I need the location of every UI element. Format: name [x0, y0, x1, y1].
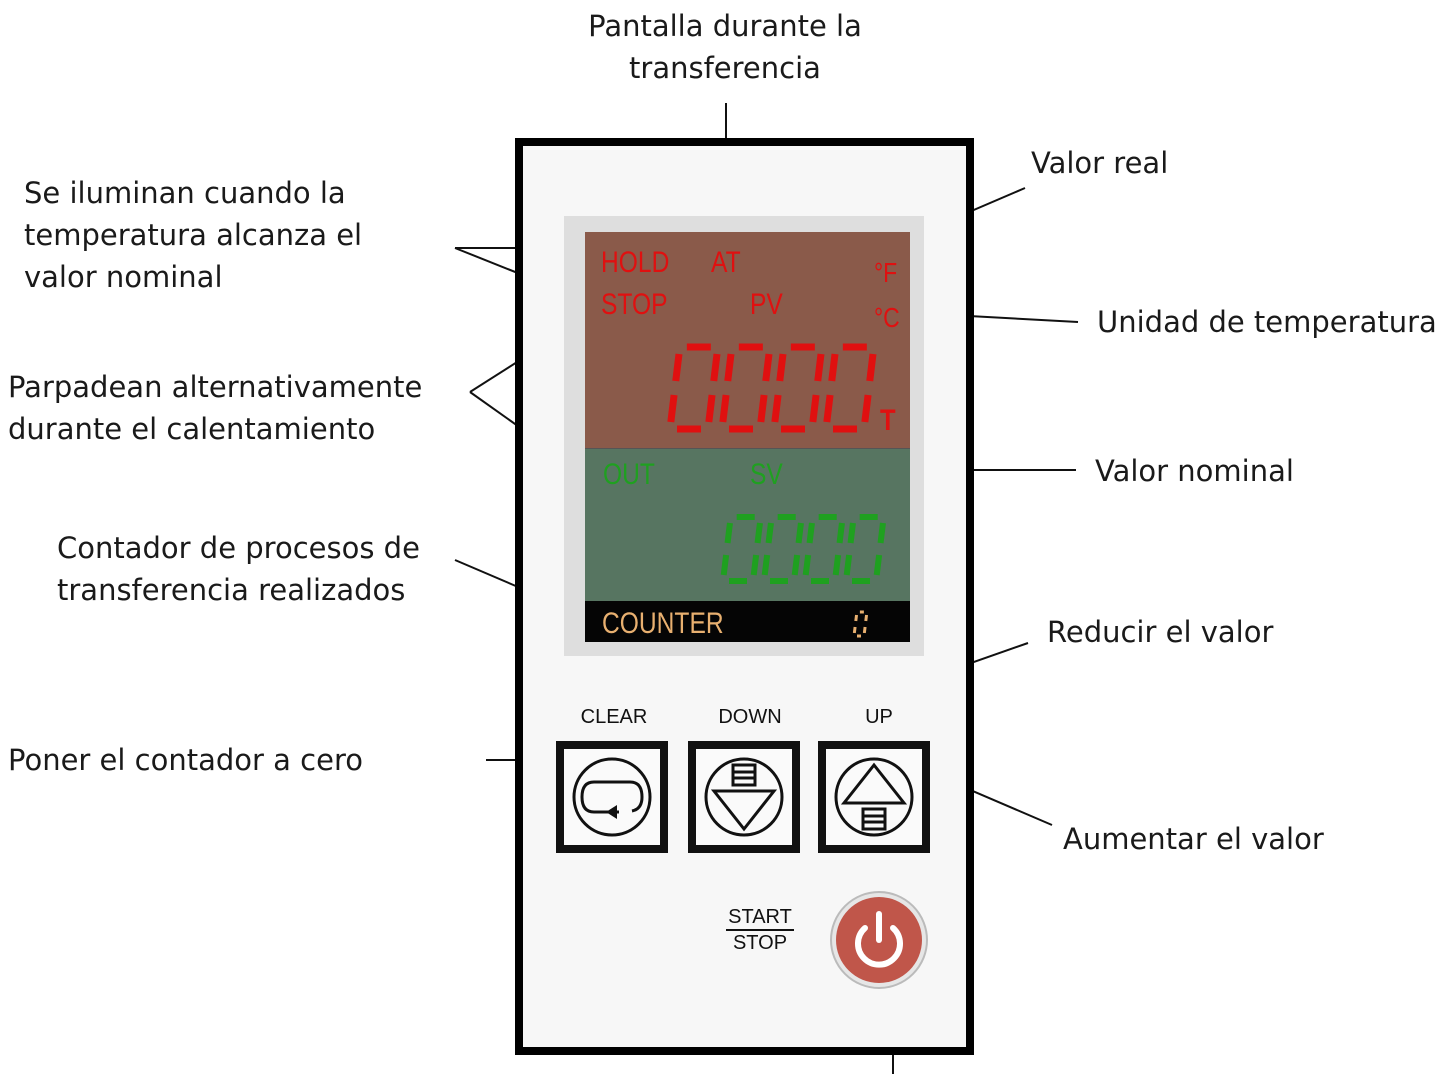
sv-digit	[720, 514, 763, 584]
segment-e	[771, 394, 782, 423]
power-button[interactable]	[829, 890, 929, 990]
start-stop-label: START STOP	[712, 905, 808, 955]
down-button[interactable]	[688, 741, 800, 853]
pv-suffix-t: T	[880, 404, 896, 437]
process-value-display	[585, 232, 910, 449]
up-button[interactable]	[818, 741, 930, 853]
annotation-line: Contador de procesos de	[57, 531, 420, 565]
up-label: UP	[865, 706, 893, 728]
out-indicator: OUT	[603, 458, 655, 491]
annotation-decrease-value: Reducir el valor	[1047, 615, 1274, 649]
annotation-reset-counter: Poner el contador a cero	[8, 743, 363, 777]
annotation-set-value: Valor nominal	[1095, 454, 1294, 488]
segment-b	[814, 353, 825, 382]
annotation-transfer-display: Pantalla durante la transferencia	[575, 5, 875, 89]
segment-b	[762, 353, 773, 382]
counter-label: COUNTER	[602, 607, 724, 640]
segment-e	[720, 554, 730, 576]
segment-c	[861, 394, 872, 423]
annotation-line: valor nominal	[24, 260, 223, 294]
down-label: DOWN	[718, 706, 782, 728]
stop-label: STOP	[732, 932, 788, 954]
at-indicator: AT	[711, 246, 741, 279]
segment-b	[754, 522, 763, 544]
up-arrow-icon	[834, 757, 914, 837]
segment-e	[719, 394, 730, 423]
segment-b	[795, 522, 804, 544]
clear-icon	[572, 757, 652, 837]
pv-indicator: PV	[750, 288, 783, 321]
sv-digit	[761, 514, 804, 584]
annotation-actual-value: Valor real	[1031, 146, 1169, 180]
stop-indicator: STOP	[601, 288, 668, 321]
fahrenheit-indicator: °F	[874, 257, 898, 288]
segment-f	[724, 353, 735, 382]
celsius-indicator: °C	[874, 302, 900, 333]
segment-b	[866, 353, 877, 382]
pv-digit	[823, 343, 877, 433]
segment-b	[864, 614, 869, 622]
hold-indicator: HOLD	[601, 246, 670, 279]
counter-digit	[852, 610, 869, 638]
segment-b	[877, 522, 886, 544]
power-icon	[855, 911, 903, 968]
segment-f	[724, 522, 733, 544]
segment-e	[802, 554, 812, 576]
pv-digit	[771, 343, 825, 433]
segment-f	[828, 353, 839, 382]
segment-c	[809, 394, 820, 423]
segment-c	[791, 554, 801, 576]
start-label: START	[726, 905, 794, 931]
down-arrow-icon	[704, 757, 784, 837]
segment-b	[836, 522, 845, 544]
set-value-display	[585, 449, 910, 601]
sv-digit	[802, 514, 845, 584]
annotation-line: Parpadean alternativamente	[8, 370, 423, 404]
pv-digit	[667, 343, 721, 433]
segment-e	[667, 394, 678, 423]
annotation-blink-heating: Parpadean alternativamente durante el ca…	[8, 366, 422, 450]
annotation-light-on-target: Se iluminan cuando la temperatura alcanz…	[24, 172, 362, 298]
annotation-line: temperatura alcanza el	[24, 218, 363, 252]
annotation-temperature-unit: Unidad de temperatura	[1097, 305, 1437, 339]
segment-f	[776, 353, 787, 382]
segment-c	[862, 626, 867, 634]
segment-f	[806, 522, 815, 544]
segment-f	[847, 522, 856, 544]
annotation-line: Pantalla durante la	[588, 9, 862, 43]
segment-e	[852, 626, 857, 634]
annotation-line: transferencia	[629, 51, 821, 85]
segment-c	[832, 554, 842, 576]
segment-b	[710, 353, 721, 382]
sv-digit	[843, 514, 886, 584]
clear-label: CLEAR	[580, 706, 648, 728]
annotation-line: transferencia realizados	[57, 573, 406, 607]
sv-indicator: SV	[750, 458, 783, 491]
segment-e	[823, 394, 834, 423]
segment-c	[705, 394, 716, 423]
counter-bar	[585, 601, 910, 642]
segment-c	[750, 554, 760, 576]
pv-digit	[719, 343, 773, 433]
segment-f	[765, 522, 774, 544]
annotation-process-counter: Contador de procesos de transferencia re…	[57, 527, 420, 611]
segment-e	[761, 554, 771, 576]
annotation-increase-value: Aumentar el valor	[1063, 822, 1324, 856]
annotation-line: durante el calentamiento	[8, 412, 376, 446]
annotation-line: Se iluminan cuando la	[24, 176, 346, 210]
segment-f	[672, 353, 683, 382]
clear-button[interactable]	[556, 741, 668, 853]
segment-c	[757, 394, 768, 423]
segment-e	[843, 554, 853, 576]
segment-f	[854, 614, 859, 622]
segment-c	[873, 554, 883, 576]
